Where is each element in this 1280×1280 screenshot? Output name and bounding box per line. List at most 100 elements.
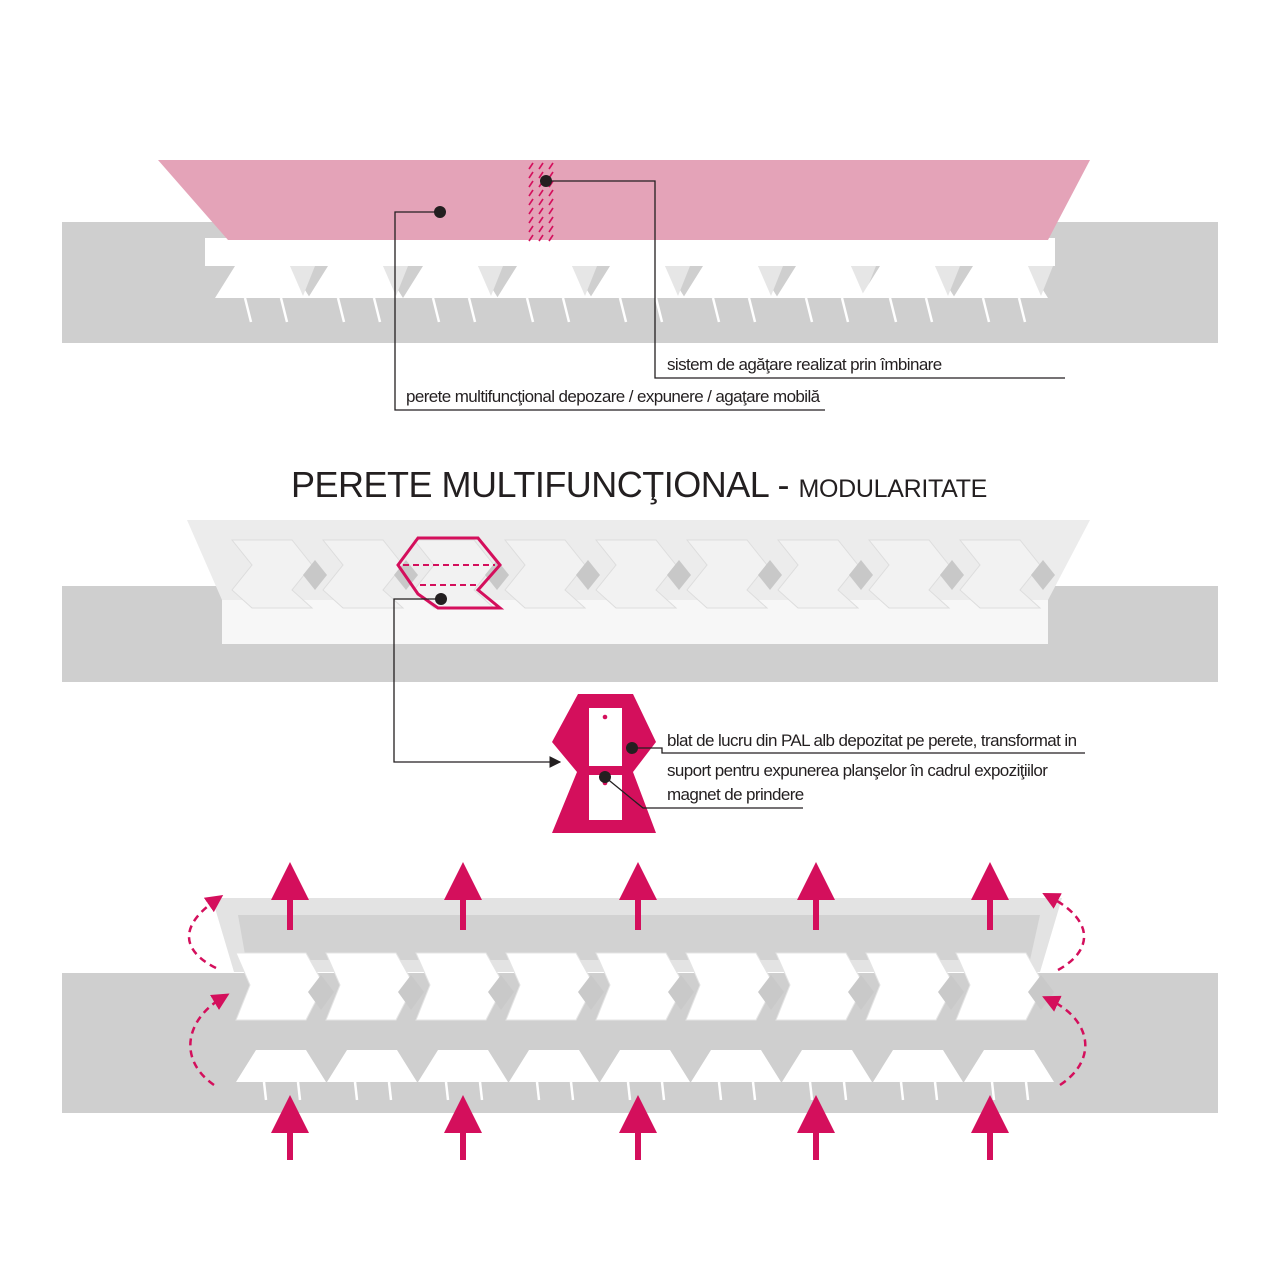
highlighted-module-outline: [396, 536, 505, 610]
module-row-3-bottom: [236, 1050, 1054, 1101]
module-4-leg: [808, 1081, 814, 1101]
label-hanging-system: sistem de agăţare realizat prin îmbinare: [667, 355, 942, 374]
hatch-mark: [548, 198, 554, 206]
module-2-diamond: [303, 560, 327, 590]
module-2-diamond: [849, 560, 873, 590]
leader-hanging-system: [546, 180, 1065, 379]
hatch-mark: [538, 216, 544, 224]
up-arrow-shaft: [287, 1131, 293, 1160]
leader-dot-hanging: [540, 175, 552, 187]
hatch-mark: [528, 216, 534, 224]
module-4-leg: [478, 1081, 484, 1101]
module-1: [215, 266, 310, 298]
hatch-mark: [528, 180, 534, 188]
module-4: [418, 1050, 508, 1082]
up-arrow-shaft: [813, 1131, 819, 1160]
module-4: [873, 1050, 963, 1082]
joint-hatch: [528, 162, 554, 242]
leader-dot-module: [435, 593, 447, 605]
module-1-leg: [618, 297, 628, 323]
module-3: [415, 952, 505, 1021]
module-1-gap: [758, 266, 783, 296]
module-1: [953, 266, 1048, 298]
module-1-leg: [372, 297, 382, 323]
module-1-leg: [804, 297, 814, 323]
module-1-gap: [290, 266, 315, 296]
module-2: [776, 539, 860, 609]
module-1-leg: [1017, 297, 1027, 323]
module-1-leg: [888, 297, 898, 323]
title-sub: MODULARITATE: [799, 475, 988, 503]
up-arrow-shaft: [635, 1131, 641, 1160]
label-work-top-1: blat de lucru din PAL alb depozitat pe p…: [667, 731, 1077, 750]
module-4-leg: [569, 1081, 575, 1101]
hatch-mark: [548, 207, 554, 215]
title-main: PERETE MULTIFUNCŢIONAL: [291, 464, 769, 505]
hatch-mark: [528, 234, 534, 242]
module-2-diamond: [485, 560, 509, 590]
module-3-diamond: [758, 975, 784, 1010]
module-2: [594, 539, 678, 609]
module-1-leg: [924, 297, 934, 323]
module-1-leg: [431, 297, 441, 323]
module-3-diamond: [848, 975, 874, 1010]
leader-to-detail: [393, 598, 562, 768]
up-arrows: [271, 862, 1009, 1160]
hatch-mark: [538, 198, 544, 206]
module-2: [685, 539, 769, 609]
leader-multifunctional: [394, 211, 825, 411]
module-3-diamond: [578, 975, 604, 1010]
module-4-leg: [262, 1081, 268, 1101]
module-3: [595, 952, 685, 1021]
module-1-leg: [981, 297, 991, 323]
up-arrow-head: [271, 862, 309, 900]
module-1-gap: [572, 266, 597, 296]
module-3: [865, 952, 955, 1021]
module-4-leg: [717, 1081, 723, 1101]
hatch-mark: [528, 225, 534, 233]
up-arrow-head: [619, 862, 657, 900]
label-multifunctional-wall: perete multifuncţional depozare / expune…: [406, 387, 821, 406]
up-arrow-head: [797, 1095, 835, 1133]
module-2-diamond: [1031, 560, 1055, 590]
hatch-mark: [548, 216, 554, 224]
module-4-leg: [751, 1081, 757, 1101]
hatch-mark: [528, 207, 534, 215]
up-arrow-shaft: [813, 898, 819, 930]
module-3: [235, 952, 325, 1021]
hatch-mark: [528, 171, 534, 179]
module-3: [505, 952, 595, 1021]
module-1-leg: [336, 297, 346, 323]
module-4-leg: [353, 1081, 359, 1101]
up-arrow-head: [444, 1095, 482, 1133]
module-1: [497, 266, 592, 298]
hatch-mark: [548, 234, 554, 242]
up-arrow-head: [444, 862, 482, 900]
module-1-gap: [665, 266, 690, 296]
section-2-modular-wall: blat de lucru din PAL alb depozitat pe p…: [62, 520, 1218, 833]
rotate-arrow-right-lower: [1042, 995, 1087, 1087]
hatch-mark: [538, 171, 544, 179]
label-work-top-2: suport pentru expunerea planşelor în cad…: [667, 761, 1048, 780]
module-2: [867, 539, 951, 609]
title-separator: -: [768, 464, 799, 505]
module-4: [327, 1050, 417, 1082]
wall-panel-3-inner: [238, 915, 1040, 960]
module-1-leg: [561, 297, 571, 323]
module-1: [776, 266, 871, 298]
leader-magnet: [604, 776, 803, 809]
hatch-mark: [528, 189, 534, 197]
page-title: PERETE MULTIFUNCŢIONAL - MODULARITATE: [291, 464, 987, 505]
module-4-leg: [444, 1081, 450, 1101]
module-2: [958, 539, 1042, 609]
module-4-leg: [660, 1081, 666, 1101]
module-3-diamond: [1028, 975, 1054, 1010]
module-4-leg: [1024, 1081, 1030, 1101]
module-1-gap: [851, 266, 876, 296]
up-arrow-head: [271, 1095, 309, 1133]
section-3-reconfiguration: [62, 862, 1218, 1160]
wall-base-1: [205, 238, 1055, 266]
leader-dot-magnet: [599, 771, 611, 783]
module-row-3-middle: [235, 952, 1054, 1021]
